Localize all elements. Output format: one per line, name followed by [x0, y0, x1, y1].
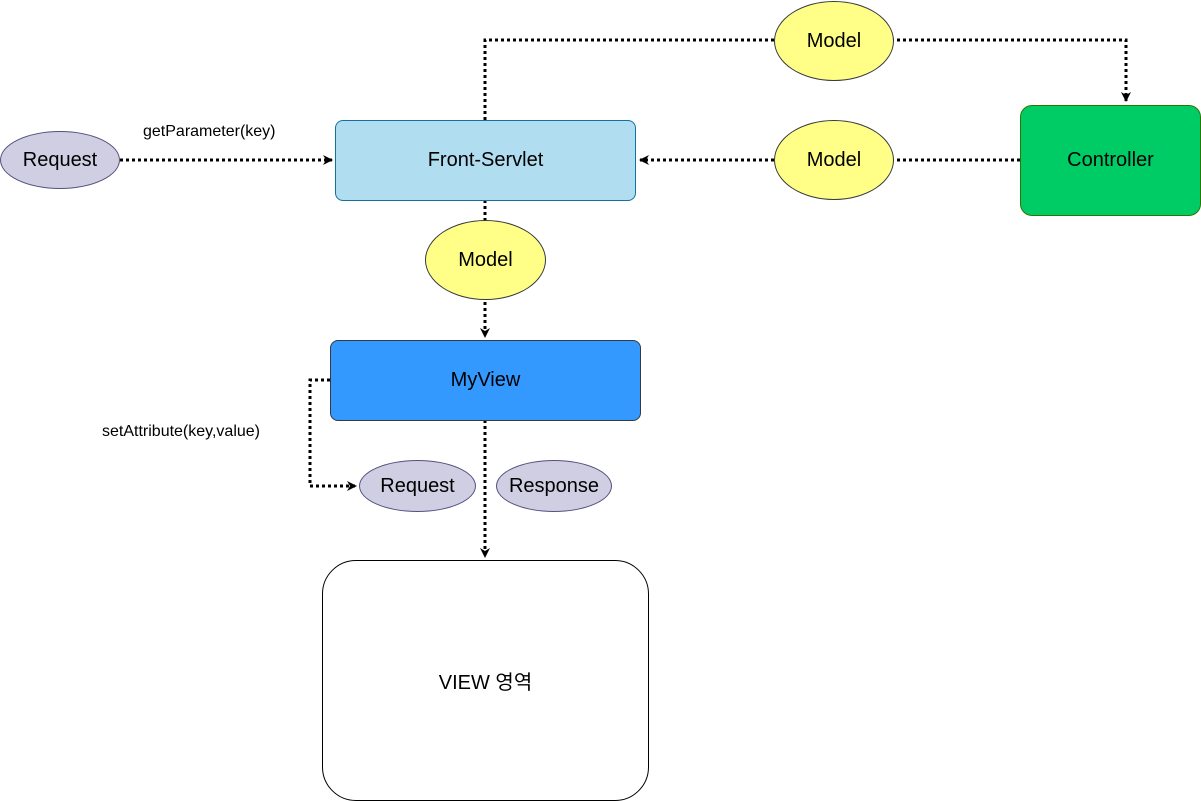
response-ellipse[interactable]: Response	[496, 460, 612, 512]
request-left-ellipse[interactable]: Request	[0, 131, 120, 189]
set-attribute-label: setAttribute(key,value)	[102, 423, 260, 440]
edge-front-servlet-to-controller	[483, 38, 1131, 120]
edge-myview-to-request	[308, 378, 357, 491]
request-bottom-label: Request	[380, 474, 455, 497]
view-area-box[interactable]: VIEW 영역	[322, 560, 649, 801]
view-area-label: VIEW 영역	[438, 672, 533, 694]
myview-box[interactable]: MyView	[330, 340, 641, 421]
myview-label: MyView	[450, 369, 521, 391]
request-left-label: Request	[22, 148, 98, 171]
request-bottom-ellipse[interactable]: Request	[359, 460, 476, 512]
model-down-ellipse[interactable]: Model	[425, 220, 546, 300]
model-down-label: Model	[458, 248, 513, 271]
controller-label: Controller	[1067, 149, 1154, 171]
response-label: Response	[508, 474, 600, 497]
get-parameter-label: getParameter(key)	[143, 123, 276, 140]
front-servlet-label: Front-Servlet	[427, 149, 544, 171]
model-top-ellipse[interactable]: Model	[774, 1, 894, 81]
front-servlet-box[interactable]: Front-Servlet	[335, 120, 636, 201]
model-middle-ellipse[interactable]: Model	[774, 120, 894, 200]
model-top-label: Model	[806, 29, 862, 52]
controller-box[interactable]: Controller	[1020, 105, 1201, 216]
model-middle-label: Model	[806, 148, 862, 171]
